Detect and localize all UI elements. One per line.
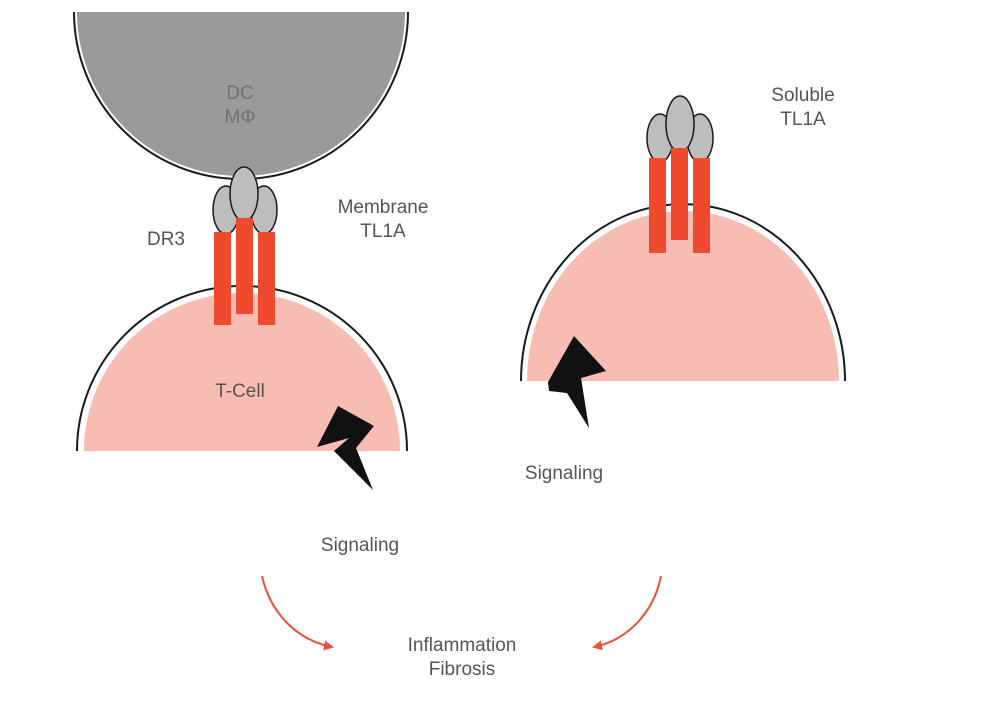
outcome-label-line2: Fibrosis	[428, 659, 496, 680]
dr3-receptor-right	[649, 148, 710, 253]
membrane-tl1a-ligand	[212, 166, 278, 235]
lightning-bolt-icon	[548, 336, 606, 428]
membrane-tl1a-label-line1: Membrane	[337, 197, 429, 218]
membrane-tl1a-label: Membrane TL1A	[318, 196, 448, 244]
t-cell-label: T-Cell	[215, 381, 265, 402]
soluble-tl1a-label-line2: TL1A	[780, 109, 826, 130]
dc-label: DC MΦ	[200, 82, 280, 130]
soluble-tl1a-ligand	[646, 95, 714, 163]
lightning-bolt-icon	[317, 406, 374, 490]
curved-arrow-icon	[261, 575, 334, 651]
curved-arrow-icon	[592, 575, 662, 651]
membrane-tl1a-label-line2: TL1A	[360, 221, 406, 242]
dr3-receptor-left	[214, 218, 275, 325]
outcome-label: Inflammation Fibrosis	[372, 634, 552, 682]
dc-label-line2: MΦ	[224, 107, 256, 128]
dr3-label: DR3	[146, 229, 185, 250]
soluble-tl1a-label-line1: Soluble	[771, 85, 835, 106]
dc-label-line1: DC	[226, 83, 254, 104]
soluble-tl1a-label: Soluble TL1A	[748, 84, 858, 132]
signaling-label-right: Signaling	[524, 463, 604, 484]
outcome-label-line1: Inflammation	[407, 635, 517, 656]
signaling-label-left: Signaling	[320, 535, 400, 556]
